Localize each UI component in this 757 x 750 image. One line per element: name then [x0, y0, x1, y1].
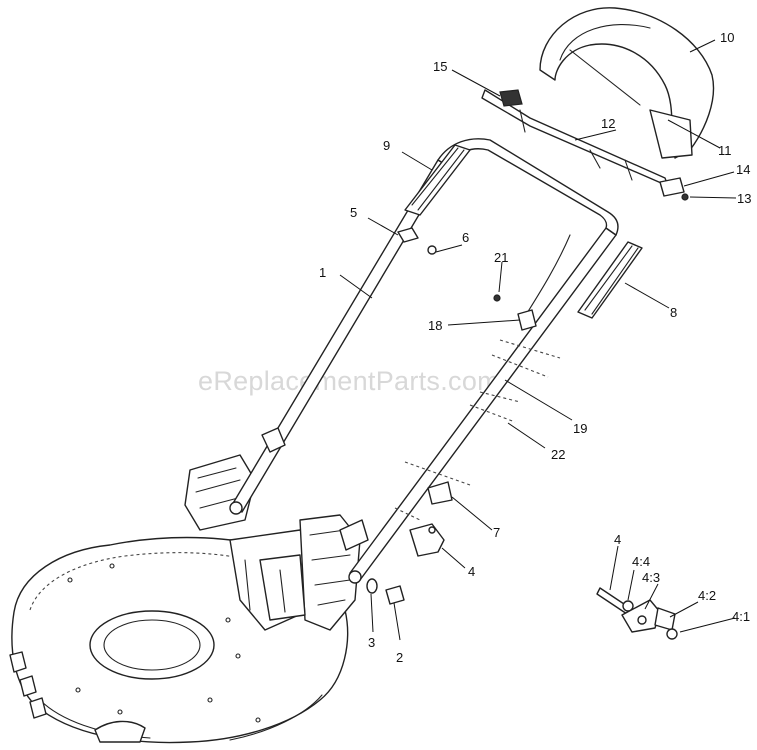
- part-7: [427, 481, 453, 505]
- callout-6: 6: [462, 230, 469, 245]
- callout-4-2: 4:2: [698, 588, 716, 603]
- callout-4-exploded: 4: [614, 532, 621, 547]
- part-5: [397, 227, 419, 243]
- part-4-exploded: [596, 587, 678, 640]
- callout-4-3: 4:3: [642, 570, 660, 585]
- part-9: [404, 144, 471, 216]
- callout-10: 10: [720, 30, 734, 45]
- part-2: [385, 585, 405, 605]
- callout-1: 1: [319, 265, 326, 280]
- callout-2: 2: [396, 650, 403, 665]
- callout-14: 14: [736, 162, 750, 177]
- callout-4-lower: 4: [468, 564, 475, 579]
- callout-7: 7: [493, 525, 500, 540]
- deck-opening: [89, 610, 215, 680]
- part-6: [427, 245, 437, 255]
- callout-19: 19: [573, 421, 587, 436]
- callout-22: 22: [551, 447, 565, 462]
- callout-18: 18: [428, 318, 442, 333]
- cable-guide: [517, 309, 537, 331]
- part-13: [681, 193, 689, 201]
- callout-21: 21: [494, 250, 508, 265]
- part-3: [366, 578, 378, 594]
- callout-3: 3: [368, 635, 375, 650]
- part-15: [499, 89, 523, 107]
- leader-lines: [339, 39, 737, 641]
- callout-15: 15: [433, 59, 447, 74]
- part-14: [659, 177, 685, 197]
- part-4-lower: [409, 523, 445, 557]
- callout-5: 5: [350, 205, 357, 220]
- part-21: [493, 294, 501, 302]
- callout-4-4: 4:4: [632, 554, 650, 569]
- callout-labels: 1 2 3 4 4 4:1 4:2 4:3 4:4 5 6 7 8 9 10 1…: [319, 30, 751, 665]
- callout-12: 12: [601, 116, 615, 131]
- part-4-1: [666, 628, 678, 640]
- callout-9: 9: [383, 138, 390, 153]
- callout-8: 8: [670, 305, 677, 320]
- part-8: [577, 241, 643, 319]
- part-10: [539, 7, 715, 159]
- callout-11: 11: [718, 143, 732, 158]
- watermark: eReplacementParts.com: [198, 366, 500, 396]
- callout-13: 13: [737, 191, 751, 206]
- part-4-2: [654, 607, 676, 631]
- callout-4-1: 4:1: [732, 609, 750, 624]
